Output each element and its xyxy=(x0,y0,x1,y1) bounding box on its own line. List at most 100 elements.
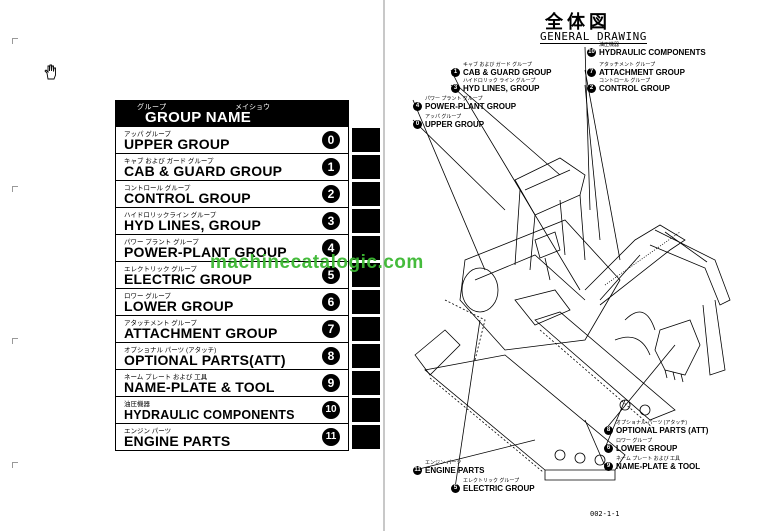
row-number-badge: 1 xyxy=(322,158,340,176)
row-kana: 油圧機器 xyxy=(124,401,150,408)
crop-mark xyxy=(12,38,18,44)
row-kana: オプショナル パーツ (アタッチ) xyxy=(124,347,217,354)
callout-label: HYD LINES, GROUP xyxy=(463,84,540,93)
row-kana: ハイドロリックライン グループ xyxy=(124,212,217,219)
row-name: POWER-PLANT GROUP xyxy=(124,244,287,260)
group-row-engine-parts[interactable]: エンジン パーツ ENGINE PARTS 11 xyxy=(115,424,380,451)
header-kana: グループ xyxy=(137,104,167,111)
thumb-tab[interactable] xyxy=(352,344,380,368)
row-kana: アタッチメント グループ xyxy=(124,320,197,327)
excavator-drawing xyxy=(412,46,731,489)
group-row-cab-guard[interactable]: キャブ および ガード グループ CAB & GUARD GROUP 1 xyxy=(115,154,380,181)
drawing-title-jp: 全体図 xyxy=(545,12,611,33)
row-number-badge: 3 xyxy=(322,212,340,230)
crop-mark xyxy=(12,338,18,344)
group-row-power-plant[interactable]: パワー プラント グループ POWER-PLANT GROUP 4 xyxy=(115,235,380,262)
thumb-tab[interactable] xyxy=(352,209,380,233)
group-row-optional-parts[interactable]: オプショナル パーツ (アタッチ) OPTIONAL PARTS(ATT) 8 xyxy=(115,343,380,370)
callout-kana: アッパ グループ xyxy=(425,114,462,120)
row-name: CONTROL GROUP xyxy=(124,190,251,206)
group-row-control[interactable]: コントロール グループ CONTROL GROUP 2 xyxy=(115,181,380,208)
row-kana: キャブ および ガード グループ xyxy=(124,158,214,165)
thumb-tab[interactable] xyxy=(352,425,380,449)
callout-label: ATTACHMENT GROUP xyxy=(599,68,685,77)
row-number-badge: 11 xyxy=(322,428,340,446)
page-gutter xyxy=(383,0,385,531)
group-row-lower[interactable]: ロワー グループ LOWER GROUP 6 xyxy=(115,289,380,316)
callout-number-badge: 6 xyxy=(604,444,613,453)
callout-label: ELECTRIC GROUP xyxy=(463,484,535,493)
thumb-tab[interactable] xyxy=(352,182,380,206)
thumb-tab[interactable] xyxy=(352,155,380,179)
group-row-attachment[interactable]: アタッチメント グループ ATTACHMENT GROUP 7 xyxy=(115,316,380,343)
row-name: HYD LINES, GROUP xyxy=(124,217,261,233)
callout-number-badge: 5 xyxy=(451,484,460,493)
callout-number-badge: 3 xyxy=(451,84,460,93)
callout-kana: エンジン パーツ xyxy=(425,460,462,466)
index-header: グループ メイショウ GROUP NAME xyxy=(115,100,349,127)
callout-label: NAME-PLATE & TOOL xyxy=(616,462,701,471)
callout-kana: エレクトリック グループ xyxy=(463,478,520,484)
group-row-electric[interactable]: エレクトリック グループ ELECTRIC GROUP 5 xyxy=(115,262,380,289)
crop-mark xyxy=(12,462,18,468)
thumb-tab[interactable] xyxy=(352,263,380,287)
thumb-tab[interactable] xyxy=(352,128,380,152)
row-name: CAB & GUARD GROUP xyxy=(124,163,283,179)
callout-number-badge: 7 xyxy=(587,68,596,77)
callout-label: LOWER GROUP xyxy=(616,444,678,453)
page-number: 002-1-1 xyxy=(590,510,620,518)
row-kana: エンジン パーツ xyxy=(124,428,172,435)
callout-kana: アタッチメント グループ xyxy=(599,62,656,68)
callout-kana: コントロール グループ xyxy=(599,78,651,84)
row-name: ELECTRIC GROUP xyxy=(124,271,253,287)
callout-number-badge: 4 xyxy=(413,102,422,111)
row-number-badge: 6 xyxy=(322,293,340,311)
callout-number-badge: 11 xyxy=(413,466,422,475)
callout-label: CAB & GUARD GROUP xyxy=(463,68,552,77)
group-row-hyd-lines[interactable]: ハイドロリックライン グループ HYD LINES, GROUP 3 xyxy=(115,208,380,235)
thumb-tab[interactable] xyxy=(352,236,380,260)
callout-label: OPTIONAL PARTS (ATT) xyxy=(616,426,709,435)
callout-label: CONTROL GROUP xyxy=(599,84,670,93)
row-kana: ネーム プレート および 工具 xyxy=(124,374,208,381)
row-name: ATTACHMENT GROUP xyxy=(124,325,278,341)
callout-number-badge: 2 xyxy=(587,84,596,93)
row-name: OPTIONAL PARTS(ATT) xyxy=(124,352,286,368)
group-row-hydraulic-components[interactable]: 油圧機器 HYDRAULIC COMPONENTS 10 xyxy=(115,397,380,424)
callout-kana: ハイドロリック ライン グループ xyxy=(463,78,536,84)
group-index-table: グループ メイショウ GROUP NAME アッパ グループ UPPER GRO… xyxy=(115,100,381,451)
row-kana: パワー プラント グループ xyxy=(124,239,199,246)
thumb-tab[interactable] xyxy=(352,290,380,314)
row-name: ENGINE PARTS xyxy=(124,433,231,449)
row-kana: ロワー グループ xyxy=(124,293,171,300)
group-row-upper[interactable]: アッパ グループ UPPER GROUP 0 xyxy=(115,127,380,154)
callout-kana: オプショナル パーツ (アタッチ) xyxy=(616,420,688,426)
row-kana: アッパ グループ xyxy=(124,131,171,138)
row-number-badge: 0 xyxy=(322,131,340,149)
right-page: 全体図 GENERAL DRAWING xyxy=(385,0,768,531)
row-kana: エレクトリック グループ xyxy=(124,266,197,273)
drawing-title: GENERAL DRAWING xyxy=(540,30,647,44)
callout-label: ENGINE PARTS xyxy=(425,466,485,475)
group-row-name-plate-tool[interactable]: ネーム プレート および 工具 NAME-PLATE & TOOL 9 xyxy=(115,370,380,397)
callout-number-badge: 8 xyxy=(604,426,613,435)
thumb-tab[interactable] xyxy=(352,398,380,422)
row-kana: コントロール グループ xyxy=(124,185,191,192)
left-page: グループ メイショウ GROUP NAME アッパ グループ UPPER GRO… xyxy=(0,0,383,531)
thumb-tab[interactable] xyxy=(352,317,380,341)
row-number-badge: 9 xyxy=(322,374,340,392)
thumb-tab[interactable] xyxy=(352,371,380,395)
header-kana-right: メイショウ xyxy=(235,104,270,111)
